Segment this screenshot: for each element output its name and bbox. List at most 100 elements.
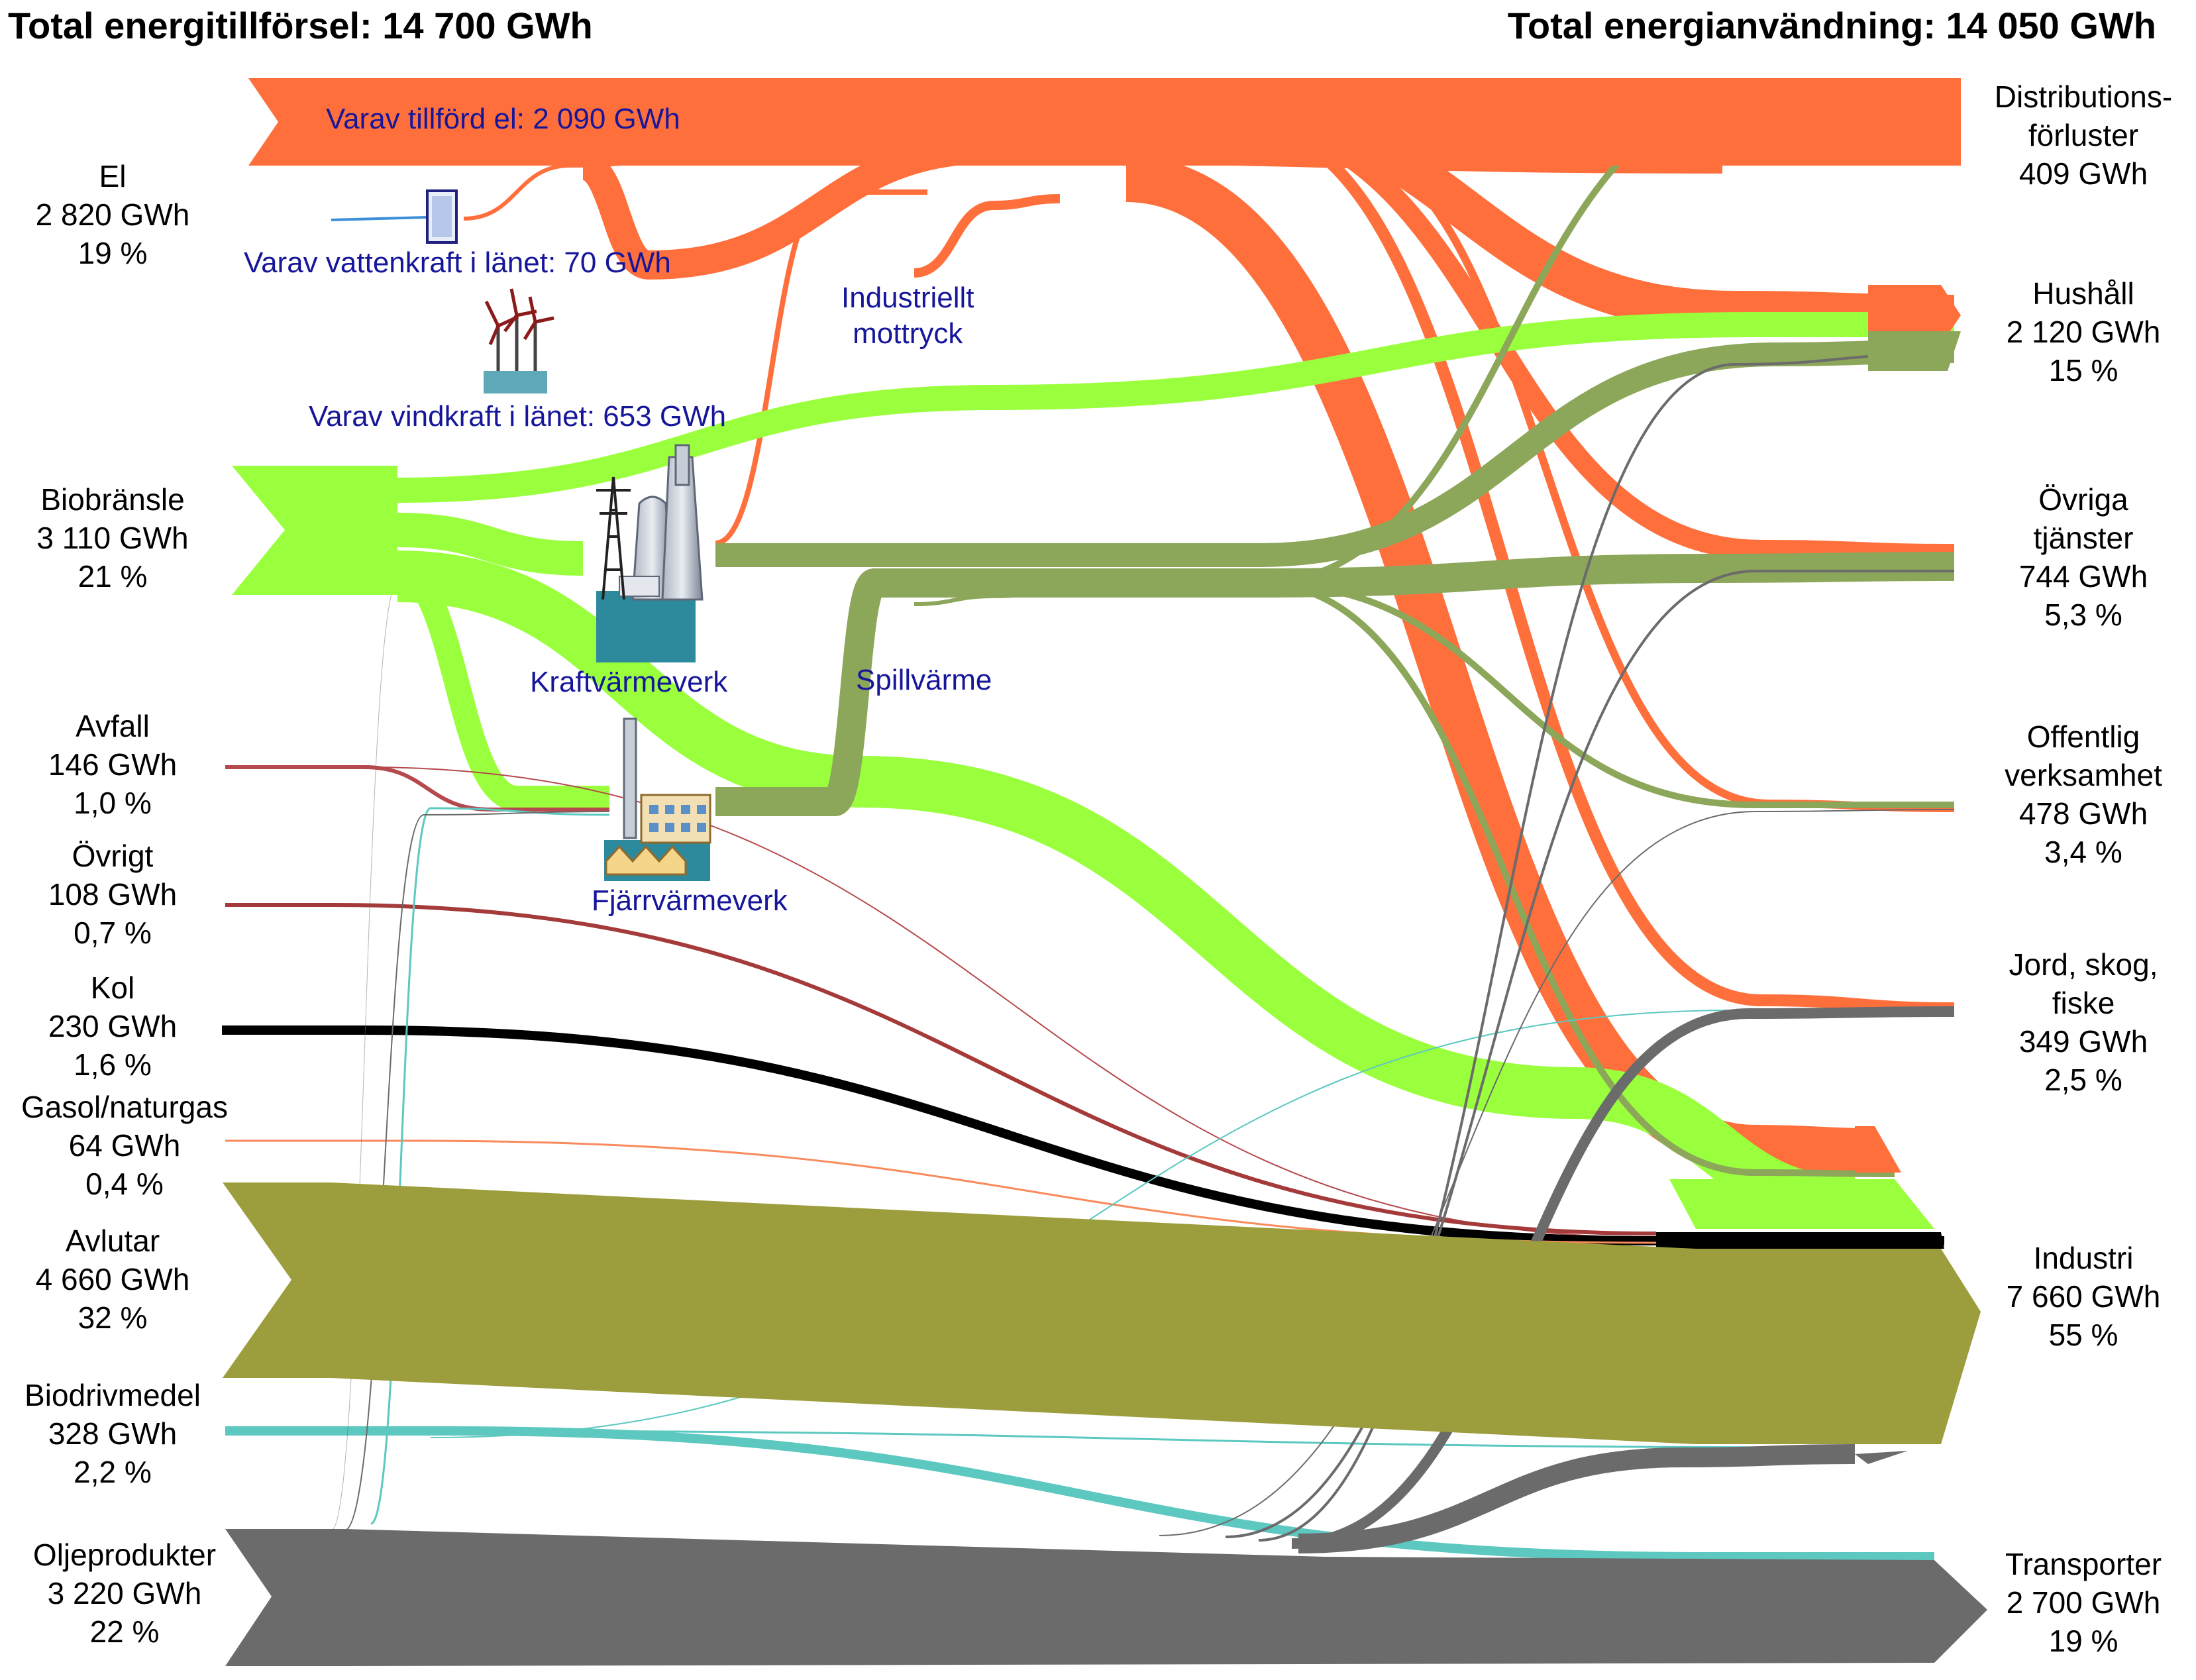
hushall-head-fjarrvarme	[1868, 331, 1961, 371]
sink-name-line: förluster	[2028, 118, 2139, 152]
olja-flow-offentlig	[1159, 809, 1955, 1536]
sink-share: 5,3 %	[2044, 598, 2122, 632]
bio-flow-industri	[397, 551, 1856, 1228]
sink-share: 3,4 %	[2044, 835, 2122, 869]
source-share: 21 %	[78, 559, 148, 594]
source-share: 1,0 %	[74, 786, 152, 820]
source-value: 3 110 GWh	[36, 521, 189, 555]
wind-turbine-icon	[484, 288, 554, 394]
source-label-el: El 2 820 GWh 19 %	[0, 157, 225, 272]
sink-value: 409 GWh	[2018, 156, 2148, 191]
sink-name-line: verksamhet	[2005, 758, 2162, 792]
sink-value: 7 660 GWh	[2006, 1279, 2161, 1314]
el-flow-ovriga-tjanster	[1225, 109, 1955, 564]
sink-name-line: Övriga	[2038, 482, 2128, 517]
use-total-title: Total energianvändning: 14 050 GWh	[1507, 5, 2156, 46]
chp-plant-label: Kraftvärmeverk	[530, 666, 728, 698]
biodrivmedel-flow-transporter	[225, 1426, 1934, 1562]
chp-plant-icon	[596, 444, 704, 662]
sink-label-hushall: Hushåll 2 120 GWh 15 %	[1971, 274, 2196, 390]
olja-industri-joint	[1855, 1451, 1908, 1464]
sink-value: 349 GWh	[2018, 1024, 2148, 1059]
source-value: 146 GWh	[48, 747, 178, 782]
fjarrvarme-flow-hushall	[715, 339, 1955, 568]
waste-heat-annotation: Spillvärme	[856, 664, 992, 696]
source-name: El	[99, 159, 127, 193]
sink-value: 744 GWh	[2018, 559, 2148, 594]
source-label-biodrivmedel: Biodrivmedel 328 GWh 2,2 %	[0, 1376, 225, 1491]
source-share: 0,7 %	[74, 916, 152, 950]
bio-flow-kraftvarmeverk	[397, 513, 584, 576]
source-label-kol: Kol 230 GWh 1,6 %	[0, 969, 225, 1084]
fjarrvarme-flow-main	[715, 552, 1955, 817]
bio-flow-hushall	[397, 311, 1954, 503]
gasol-flow-industri	[225, 1139, 1657, 1244]
source-value: 2 820 GWh	[35, 197, 190, 232]
annotation-line: Industriellt	[841, 282, 974, 314]
district-heating-plant-icon	[604, 717, 711, 881]
biodrivmedel-flow-fjarrvarme	[370, 807, 610, 1525]
sink-share: 55 %	[2048, 1318, 2118, 1352]
source-share: 2,2 %	[74, 1455, 152, 1489]
source-name: Biobränsle	[40, 482, 185, 517]
el-flow-industri	[1125, 156, 1875, 1175]
el-flow-kraftvarme	[715, 189, 927, 546]
olja-flow-kraftvarme	[331, 582, 398, 1531]
source-name: Kol	[90, 971, 135, 1005]
sink-share: 15 %	[2048, 353, 2118, 388]
source-value: 230 GWh	[48, 1009, 178, 1043]
olja-flow-industri	[1298, 1444, 1856, 1553]
fjarrvarme-flow-industri	[1258, 580, 1895, 1177]
avfall-flow-fjarrvarme	[225, 765, 609, 812]
sink-name-line: fiske	[2052, 986, 2115, 1020]
source-name: Avfall	[76, 709, 150, 743]
source-label-avlutar: Avlutar 4 660 GWh 32 %	[0, 1222, 225, 1337]
sink-name-line: Offentlig	[2026, 719, 2140, 754]
sink-share: 2,5 %	[2044, 1063, 2122, 1097]
sink-label-distributionsforluster: Distributions- förluster 409 GWh	[1971, 78, 2196, 193]
sink-label-offentlig-verksamhet: Offentlig verksamhet 478 GWh 3,4 %	[1971, 717, 2196, 871]
el-flow-industriellt-mottryck	[914, 194, 1061, 278]
district-heating-plant-label: Fjärrvärmeverk	[592, 884, 788, 917]
el-source-band	[248, 78, 1961, 166]
sink-value: 478 GWh	[2018, 796, 2148, 831]
hydropower-icon	[331, 189, 458, 244]
avlutar-source-band	[223, 1182, 331, 1378]
hydropower-annotation: Varav vattenkraft i länet: 70 GWh	[244, 246, 671, 279]
source-label-ovrigt: Övrigt 108 GWh 0,7 %	[0, 837, 225, 952]
sink-name-line: Hushåll	[2032, 276, 2134, 311]
sink-label-jord-skog-fiske: Jord, skog, fiske 349 GWh 2,5 %	[1971, 945, 2196, 1099]
source-share: 22 %	[89, 1614, 160, 1649]
sink-value: 2 120 GWh	[2006, 315, 2161, 349]
source-share: 32 %	[78, 1300, 148, 1335]
oljeprodukter-source-band	[225, 1529, 344, 1666]
source-value: 4 660 GWh	[35, 1262, 190, 1296]
avlutar-flow-industri	[331, 1182, 1981, 1444]
sink-name-line: Transporter	[2005, 1547, 2162, 1581]
bio-industri-head	[1669, 1179, 1934, 1229]
industrial-backpressure-annotation: Industriellt mottryck	[841, 280, 974, 352]
sink-share: 19 %	[2048, 1624, 2118, 1658]
sink-label-industri: Industri 7 660 GWh 55 %	[1971, 1239, 2196, 1354]
source-share: 19 %	[78, 236, 148, 270]
sink-label-transporter: Transporter 2 700 GWh 19 %	[1971, 1545, 2196, 1660]
source-label-oljeprodukter: Oljeprodukter 3 220 GWh 22 %	[0, 1536, 249, 1651]
biobransle-source-band	[232, 466, 397, 595]
annotation-line: mottryck	[853, 317, 963, 350]
el-flow-vattenkraft	[463, 160, 663, 221]
source-value: 328 GWh	[48, 1416, 178, 1451]
hushall-head-el	[1868, 285, 1961, 344]
source-name: Övrigt	[72, 839, 154, 873]
sink-name-line: tjänster	[2033, 521, 2134, 555]
olja-flow-transporter	[344, 1529, 1987, 1666]
biodrivmedel-flow-industri	[450, 1430, 1856, 1449]
el-flow-jord-skog-fiske	[1245, 120, 1955, 1014]
fjarrvarme-flow-offentlig	[1258, 580, 1954, 808]
olja-flow-jord	[1291, 1006, 1955, 1549]
source-name: Biodrivmedel	[25, 1378, 201, 1412]
source-value: 108 GWh	[48, 877, 178, 912]
el-industri-head	[1855, 1126, 1901, 1173]
source-label-biobransle: Biobränsle 3 110 GWh 21 %	[0, 480, 225, 596]
sink-name-line: Jord, skog,	[2009, 947, 2158, 982]
